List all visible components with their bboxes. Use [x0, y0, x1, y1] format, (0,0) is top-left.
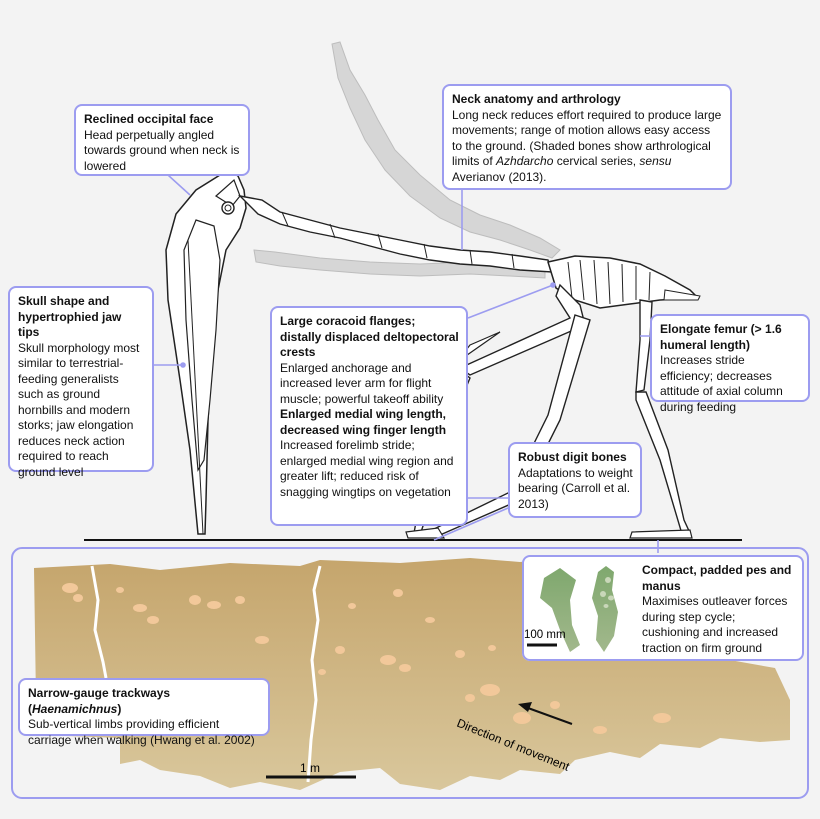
orbit-inner — [224, 204, 232, 212]
callout-pes-text: Maximises outleaver forces during step c… — [642, 594, 788, 655]
neck-shaded-lower — [253, 249, 546, 279]
callout-coracoid-text: Enlarged anchorage and increased lever a… — [280, 360, 444, 406]
callout-occipital-text: Head perpetually angled towards ground w… — [84, 127, 240, 173]
slab-crack — [306, 565, 322, 783]
jaw-line — [187, 239, 204, 535]
callout-digit: Robust digit bones Adaptations to weight… — [508, 442, 642, 518]
callout-skull: Skull shape and hypertrophied jaw tips S… — [8, 286, 154, 479]
pes-pad — [540, 568, 580, 652]
neck-shaded-upper — [331, 41, 561, 259]
callout-skull-text: Skull morphology most similar to terrest… — [18, 340, 140, 479]
manus-pad — [592, 566, 618, 652]
callout-trackways-text: Sub-vertical limbs providing efficient c… — [28, 717, 255, 747]
callout-neck: Neck anatomy and arthrology Long neck re… — [442, 84, 732, 190]
callout-wing-title: Enlarged medial wing length, decreased w… — [280, 407, 447, 437]
callout-trackways: Narrow-gauge trackways (Haenamichnus) Su… — [18, 678, 270, 747]
scale-label-1m: 1 m — [300, 761, 320, 775]
callout-femur: Elongate femur (> 1.6 humeral length) In… — [650, 314, 810, 414]
direction-arrowhead — [518, 702, 532, 712]
callout-digit-text: Adaptations to weight bearing (Carroll e… — [518, 465, 633, 511]
callout-femur-title: Elongate femur (> 1.6 humeral length) — [660, 322, 782, 352]
ribs — [567, 259, 651, 305]
skull-fenestra — [183, 219, 221, 472]
callout-neck-title: Neck anatomy and arthrology — [452, 92, 621, 106]
callout-occipital-title: Reclined occipital face — [84, 112, 214, 126]
callout-femur-text: Increases stride efficiency; decreases a… — [660, 353, 783, 414]
callout-wing-text: Increased forelimb stride; enlarged medi… — [280, 438, 454, 499]
pes-bones — [629, 529, 693, 539]
direction-arrow — [527, 707, 573, 725]
callout-pes-title: Compact, padded pes and manus — [642, 563, 792, 593]
callout-coracoid-title: Large coracoid flanges; distally displac… — [280, 314, 459, 359]
orbit — [221, 201, 235, 215]
callout-neck-text: Long neck reduces effort required to pro… — [452, 107, 722, 184]
neck-joints — [281, 211, 515, 269]
callout-trackways-title: Narrow-gauge trackways (Haenamichnus) — [28, 686, 171, 716]
callout-pes: Compact, padded pes and manus Maximises … — [522, 555, 804, 661]
scale-label-100mm: 100 mm — [524, 629, 566, 641]
callout-skull-title: Skull shape and hypertrophied jaw tips — [18, 294, 122, 339]
footprints — [62, 583, 671, 734]
manus — [405, 527, 446, 539]
tail — [663, 289, 701, 301]
pes-callout-backing — [522, 555, 804, 661]
slab-crack — [90, 565, 108, 679]
callout-digit-title: Robust digit bones — [518, 450, 627, 464]
femur — [635, 299, 653, 393]
callout-coracoid: Large coracoid flanges; distally displac… — [270, 306, 468, 526]
callout-occipital: Reclined occipital face Head perpetually… — [74, 104, 250, 176]
manus-pad-spots — [600, 577, 614, 608]
